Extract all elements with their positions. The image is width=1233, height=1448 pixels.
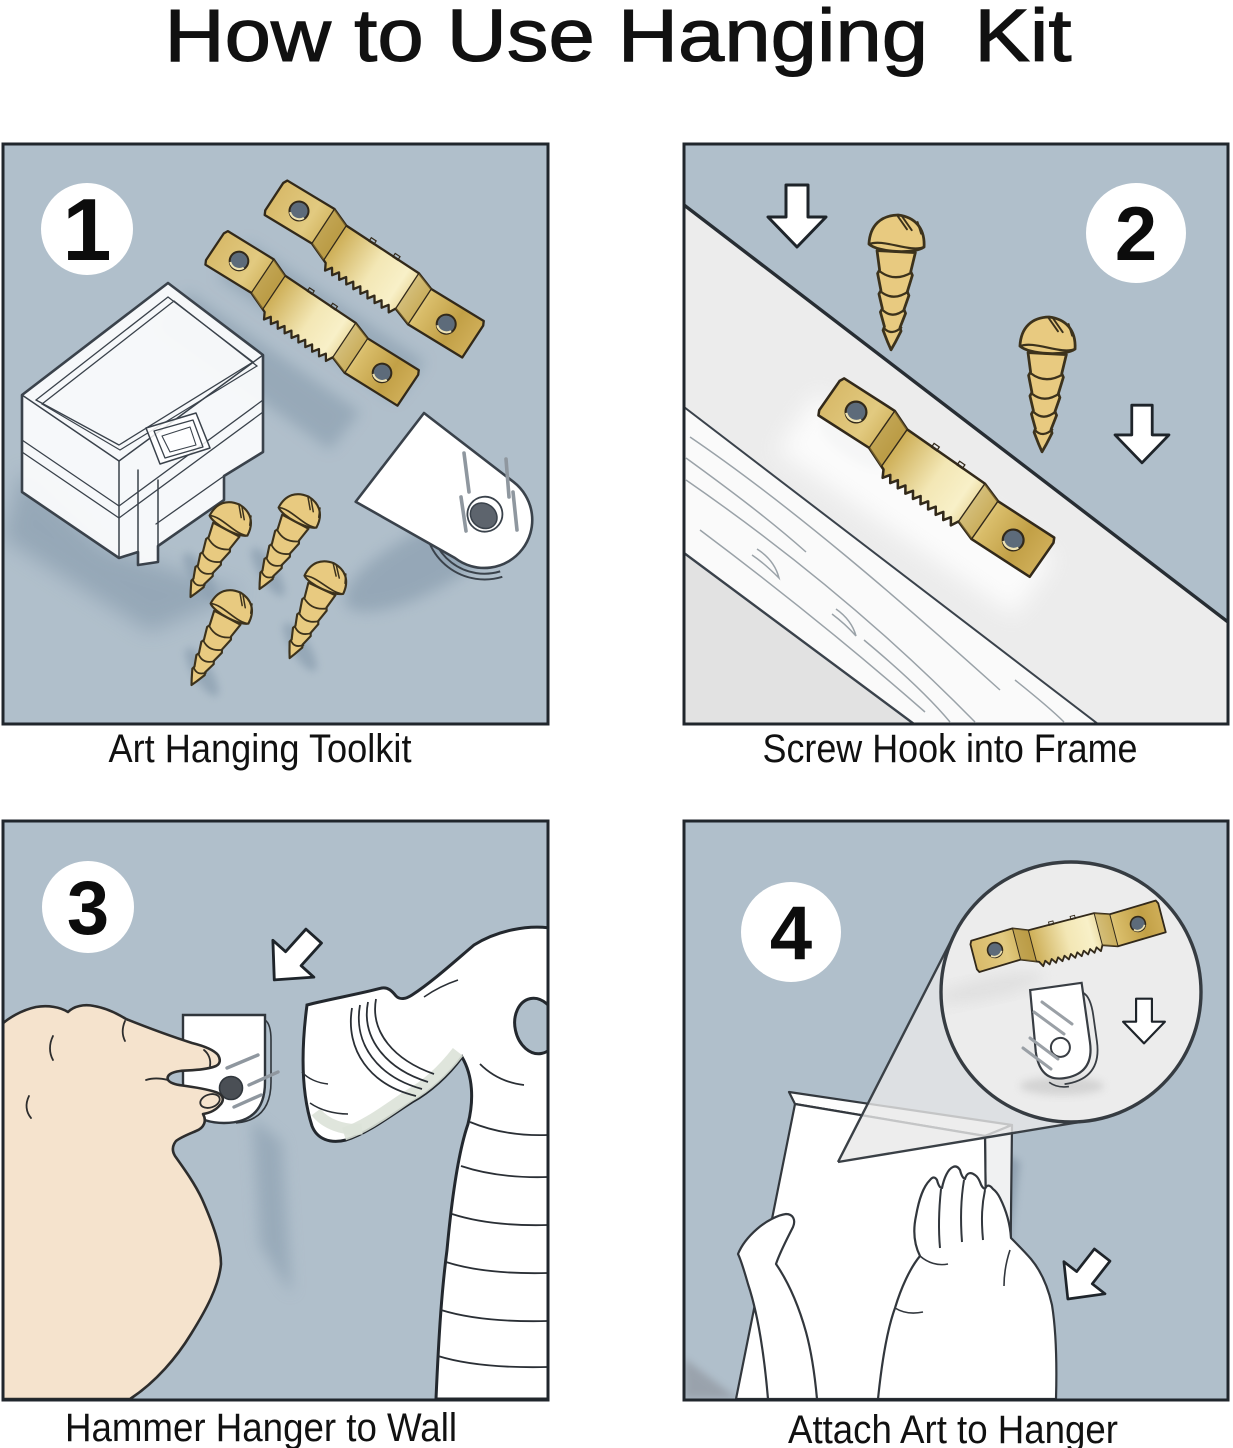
svg-text:Art Hanging Toolkit: Art Hanging Toolkit	[109, 727, 412, 771]
svg-text:3: 3	[67, 866, 109, 951]
svg-text:4: 4	[770, 891, 812, 976]
svg-text:1: 1	[63, 180, 112, 279]
svg-text:Attach Art to Hanger: Attach Art to Hanger	[788, 1408, 1118, 1448]
svg-text:Screw Hook into Frame: Screw Hook into Frame	[763, 727, 1138, 771]
svg-text:How to Use Hanging Kit: How to Use Hanging Kit	[165, 0, 1072, 77]
svg-text:2: 2	[1115, 192, 1157, 277]
svg-text:Hammer Hanger to Wall: Hammer Hanger to Wall	[65, 1406, 457, 1448]
